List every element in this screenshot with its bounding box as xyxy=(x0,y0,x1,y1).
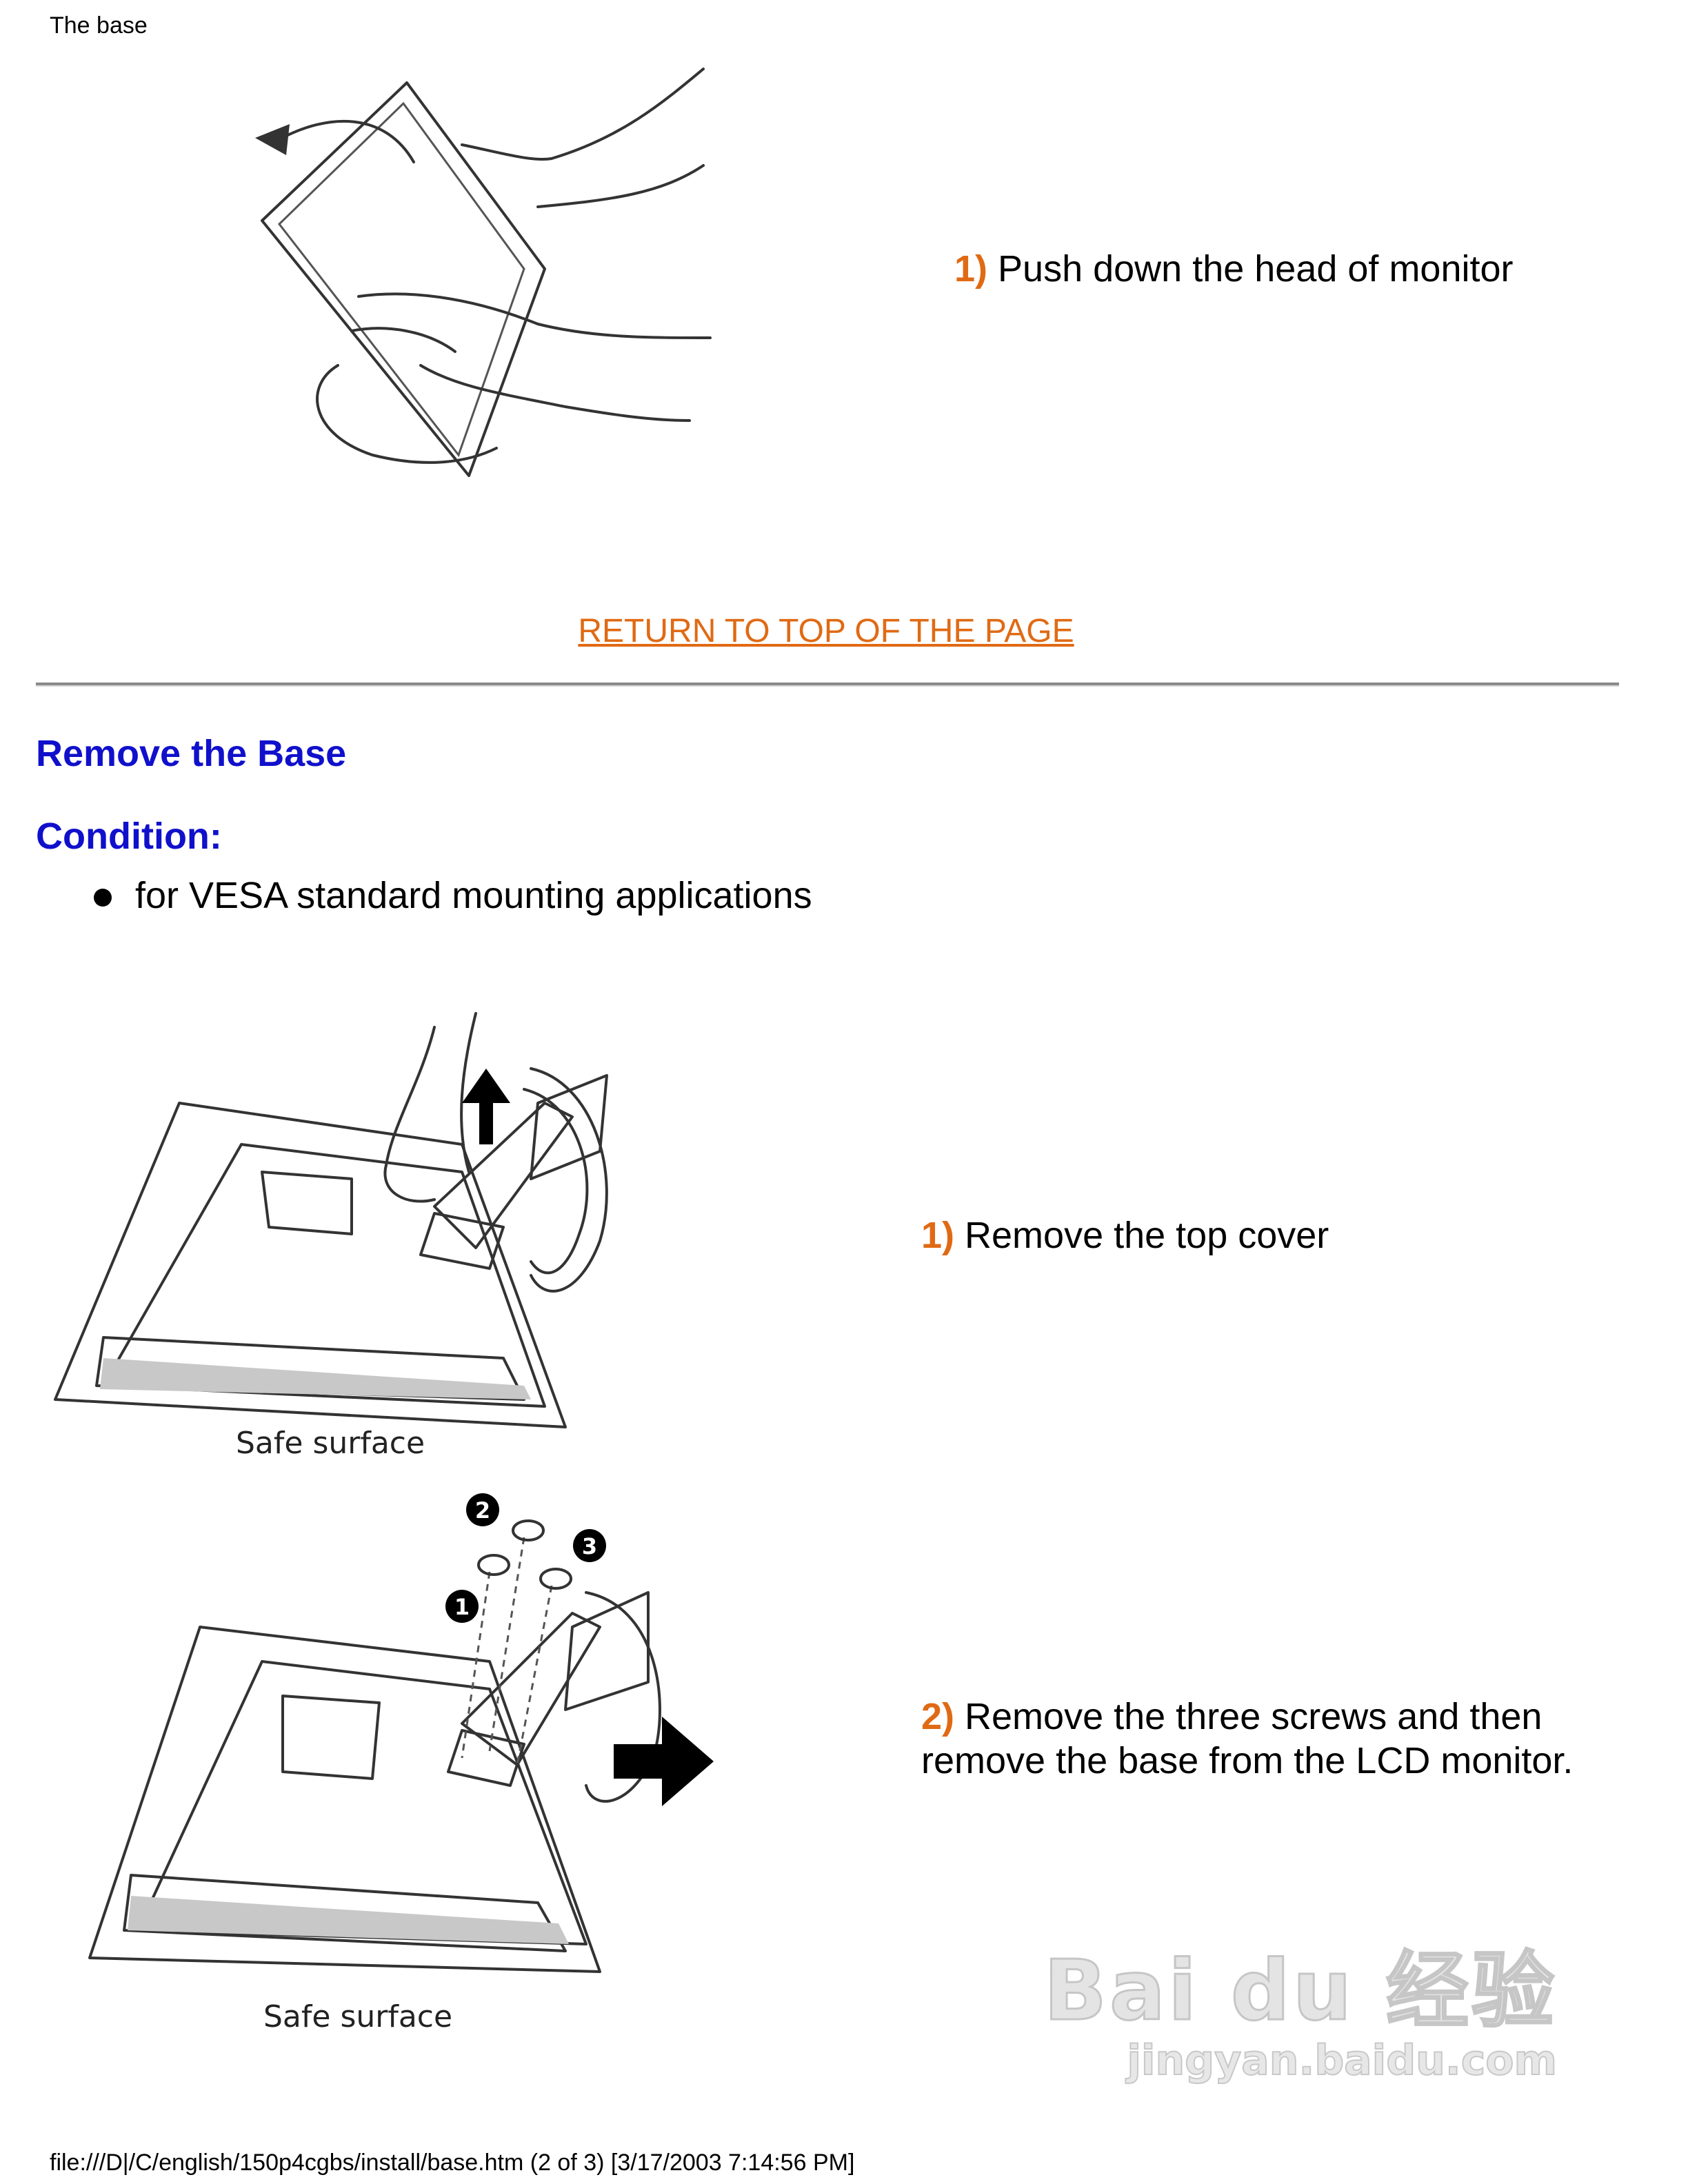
watermark-url: jingyan.baidu.com xyxy=(1126,2036,1558,2085)
bullet-icon xyxy=(94,889,112,907)
screw-2-label: 2 xyxy=(475,1497,490,1524)
screw-3-marker xyxy=(573,1529,606,1562)
watermark-brand: Bai du 经验 xyxy=(1043,1943,1557,2041)
section2-step1: 1) Remove the top cover xyxy=(921,1213,1329,1257)
step-number: 1) xyxy=(921,1215,955,1256)
step-description: Push down the head of monitor xyxy=(987,248,1514,290)
page-header-title: The base xyxy=(50,12,148,39)
push-down-monitor-illustration xyxy=(255,68,712,477)
remove-base-heading: Remove the Base xyxy=(36,733,347,774)
condition-text: for VESA standard mounting applications xyxy=(135,875,812,916)
return-to-top-link[interactable]: RETURN TO TOP OF THE PAGE xyxy=(578,613,1074,649)
remove-screws-illustration: 1 2 3 xyxy=(88,1493,714,1973)
page-footer-path: file:///D|/C/english/150p4cgbs/install/b… xyxy=(50,2150,855,2176)
screw-1-marker xyxy=(445,1590,479,1623)
figure2-caption: Safe surface xyxy=(263,1999,453,2034)
condition-heading: Condition: xyxy=(36,816,222,857)
section2-step2: 2) Remove the three screws and then remo… xyxy=(921,1695,1597,1783)
step-description: Remove the top cover xyxy=(954,1215,1329,1256)
screw-1-label: 1 xyxy=(454,1594,470,1620)
step-number: 2) xyxy=(921,1696,955,1737)
figure1-caption: Safe surface xyxy=(236,1426,425,1461)
remove-top-cover-illustration xyxy=(54,1012,608,1428)
screw-3-label: 3 xyxy=(582,1533,597,1559)
screw-2-marker xyxy=(466,1493,499,1526)
step-number: 1) xyxy=(954,248,988,290)
condition-list-item: for VESA standard mounting applications xyxy=(94,874,812,917)
return-to-top-link-wrapper: RETURN TO TOP OF THE PAGE xyxy=(0,612,1652,650)
section1-step1: 1) Push down the head of monitor xyxy=(954,247,1514,291)
baidu-watermark: Bai du 经验 jingyan.baidu.com xyxy=(1043,1923,1558,2086)
horizontal-divider xyxy=(36,682,1619,687)
step-description: Remove the three screws and then remove … xyxy=(921,1696,1574,1781)
